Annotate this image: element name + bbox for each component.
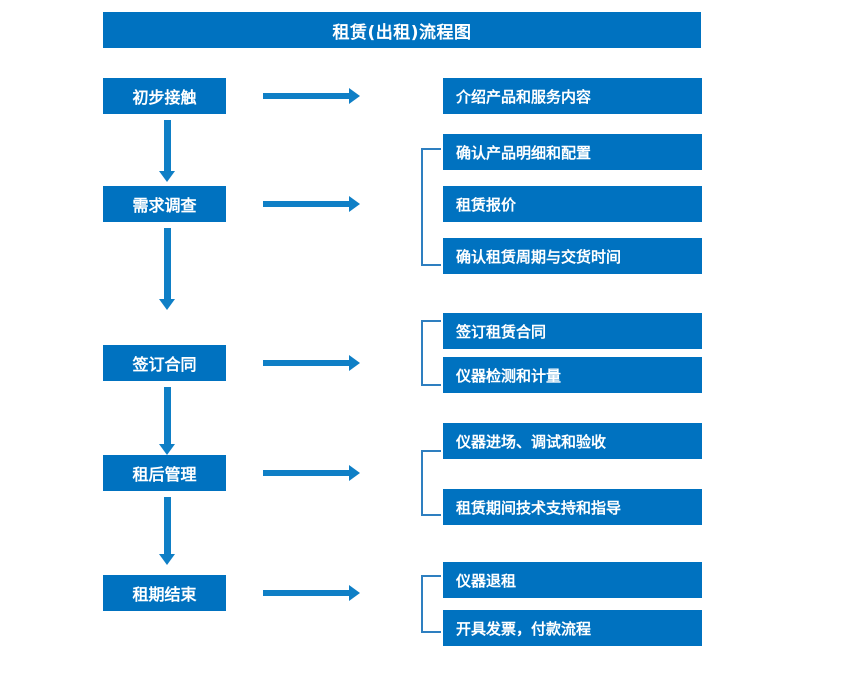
stage-box-post-rental-management[interactable]: 租后管理 <box>103 455 226 491</box>
stage-box-needs-survey[interactable]: 需求调查 <box>103 186 226 222</box>
bracket-lease-end <box>421 575 441 633</box>
arrow-head <box>159 171 175 182</box>
stage-box-sign-contract[interactable]: 签订合同 <box>103 345 226 381</box>
stage-box-initial-contact[interactable]: 初步接触 <box>103 78 226 114</box>
arrow-shaft <box>164 120 171 171</box>
detail-box-confirm-product-details-config[interactable]: 确认产品明细和配置 <box>443 134 702 170</box>
arrow-head <box>349 355 360 371</box>
detail-box-technical-support-guidance[interactable]: 租赁期间技术支持和指导 <box>443 489 702 525</box>
arrow-shaft <box>263 470 349 476</box>
detail-box-sign-rental-contract[interactable]: 签订租赁合同 <box>443 313 702 349</box>
arrow-shaft <box>263 360 349 366</box>
bracket-sign-contract <box>421 320 441 386</box>
diagram-title: 租赁(出租)流程图 <box>103 12 701 48</box>
detail-box-instrument-entry-commissioning-acceptance[interactable]: 仪器进场、调试和验收 <box>443 423 702 459</box>
detail-box-instrument-inspection-metering[interactable]: 仪器检测和计量 <box>443 357 702 393</box>
arrow-head <box>349 88 360 104</box>
detail-box-instrument-return[interactable]: 仪器退租 <box>443 562 702 598</box>
arrow-shaft <box>263 590 349 596</box>
arrow-head <box>159 299 175 310</box>
arrow-head <box>349 585 360 601</box>
arrow-shaft <box>263 201 349 207</box>
arrow-shaft <box>263 93 349 99</box>
arrow-head <box>349 465 360 481</box>
bracket-post-rental-management <box>421 450 441 516</box>
arrow-shaft <box>164 228 171 299</box>
arrow-head <box>159 554 175 565</box>
arrow-shaft <box>164 497 171 554</box>
arrow-head <box>159 444 175 455</box>
detail-box-confirm-rental-period-delivery[interactable]: 确认租赁周期与交货时间 <box>443 238 702 274</box>
detail-box-introduce-products-services[interactable]: 介绍产品和服务内容 <box>443 78 702 114</box>
detail-box-invoice-payment-process[interactable]: 开具发票，付款流程 <box>443 610 702 646</box>
arrow-shaft <box>164 387 171 444</box>
arrow-head <box>349 196 360 212</box>
stage-box-lease-end[interactable]: 租期结束 <box>103 575 226 611</box>
bracket-needs-survey <box>421 148 441 266</box>
detail-box-rental-quotation[interactable]: 租赁报价 <box>443 186 702 222</box>
